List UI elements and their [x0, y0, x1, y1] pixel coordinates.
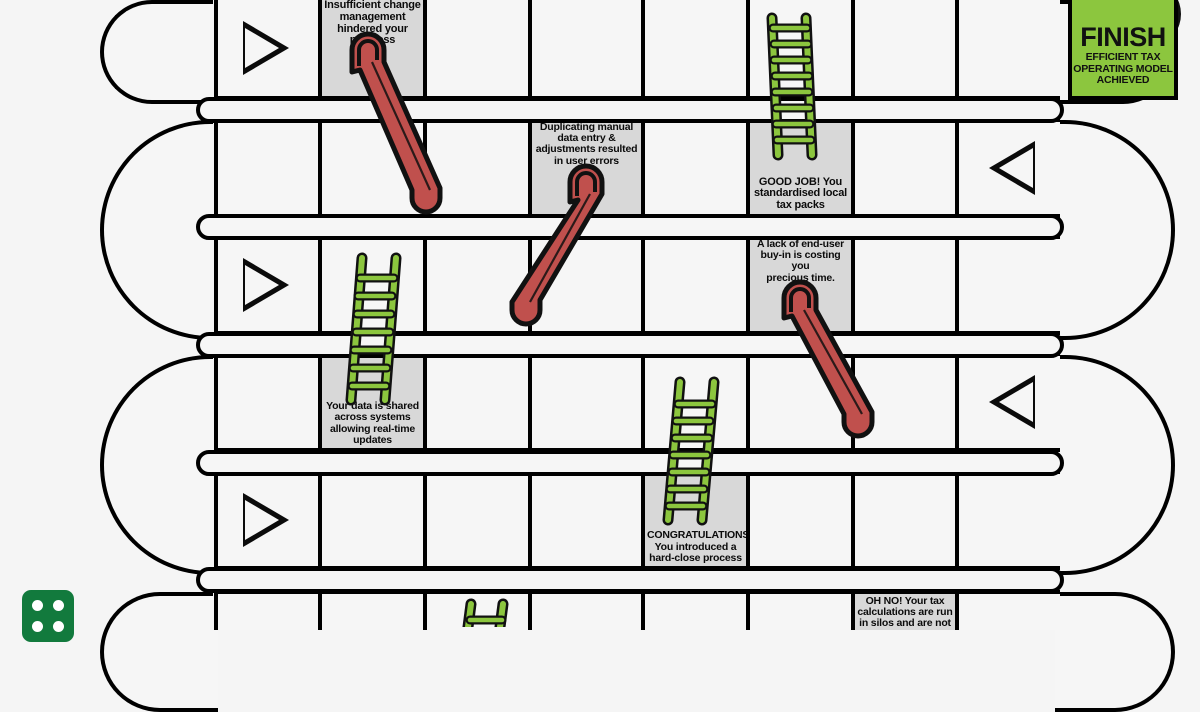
cell-r3-c7[interactable] [851, 235, 955, 335]
cell-r2-c7[interactable] [851, 118, 955, 218]
track-connector-4 [196, 450, 1064, 476]
arrow-right-row1 [243, 21, 289, 75]
cell-r5-c2[interactable] [318, 470, 423, 570]
cell-r1-c8[interactable] [955, 0, 1060, 100]
cell-r1-c5[interactable] [641, 0, 746, 100]
cell-r5-c6[interactable] [746, 470, 851, 570]
cell-r5-c4[interactable] [528, 470, 641, 570]
arrow-right-row5 [243, 493, 289, 547]
cell-r1-c4[interactable] [528, 0, 641, 100]
cell-r3-c8[interactable] [955, 235, 1060, 335]
track-turn-left-top [100, 0, 218, 104]
cell-r6-c4[interactable] [528, 590, 641, 630]
cell-r4-c7[interactable] [851, 352, 955, 452]
cell-r4-c3[interactable] [423, 352, 528, 452]
cell-r3-c5[interactable] [641, 235, 746, 335]
finish-title: FINISH [1080, 22, 1166, 52]
cell-r1-c6[interactable] [746, 0, 851, 100]
arrow-left-row2 [989, 141, 1035, 195]
cell-r6-c6[interactable] [746, 590, 851, 630]
cell-r3-c2[interactable] [318, 235, 423, 335]
finish-subtitle-line1: EFFICIENT TAX [1085, 51, 1161, 63]
dice-pip [53, 600, 64, 611]
finish-subtitle-line2: OPERATING MODEL [1073, 62, 1173, 75]
finish-subtitle: EFFICIENT TAX OPERATING MODEL ACHIEVED [1072, 51, 1174, 87]
track-turn-left-bottom [100, 592, 218, 712]
cell-r6-c5[interactable] [641, 590, 746, 630]
cell-r4-c1[interactable] [213, 352, 318, 452]
cell-r2-c3[interactable] [423, 118, 528, 218]
finish-subtitle-line3: ACHIEVED [1096, 74, 1150, 87]
track-turn-right-bottom [1055, 592, 1175, 712]
dice-token[interactable] [22, 590, 74, 642]
cell-r4-c4[interactable] [528, 352, 641, 452]
dice-pip [32, 600, 43, 611]
cell-r6-c2[interactable] [318, 590, 423, 630]
cell-r1-c3[interactable] [423, 0, 528, 100]
arrow-left-row4 [989, 375, 1035, 429]
cell-r4-c5[interactable] [641, 352, 746, 452]
cell-r2-c5[interactable] [641, 118, 746, 218]
cell-r5-c7[interactable] [851, 470, 955, 570]
cell-r5-c3[interactable] [423, 470, 528, 570]
cell-r1-c7[interactable] [851, 0, 955, 100]
cell-r3-c4[interactable] [528, 235, 641, 335]
track-turn-right-upper [1055, 120, 1175, 340]
track-turn-right-lower [1055, 355, 1175, 575]
cell-r2-c1[interactable] [213, 118, 318, 218]
track-connector-1 [196, 97, 1064, 123]
cell-r3-c3[interactable] [423, 235, 528, 335]
cell-r5-c8[interactable] [955, 470, 1060, 570]
track-connector-5 [196, 567, 1064, 593]
track-connector-3 [196, 332, 1064, 358]
finish-tile[interactable]: FINISH EFFICIENT TAX OPERATING MODEL ACH… [1068, 0, 1178, 100]
track-connector-2 [196, 214, 1064, 240]
cell-r6-c1[interactable] [213, 590, 318, 630]
cell-r2-c2[interactable] [318, 118, 423, 218]
arrow-right-row3 [243, 258, 289, 312]
cell-r6-c8[interactable] [955, 590, 1060, 630]
cell-r6-c3[interactable] [423, 590, 528, 630]
cell-r4-c6[interactable] [746, 352, 851, 452]
